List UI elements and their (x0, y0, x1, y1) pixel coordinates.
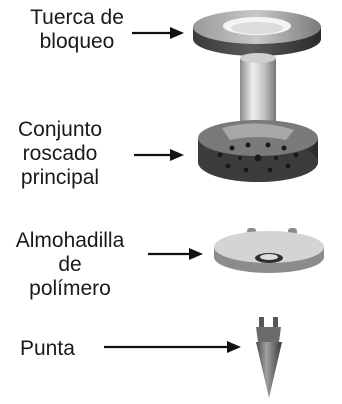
label-tip-line1: Punta (20, 337, 75, 360)
arrow-lock-nut (132, 27, 184, 39)
label-lock-nut: Tuerca de bloqueo (2, 6, 152, 54)
label-main-threaded-line2: roscado (22, 142, 98, 165)
label-polymer-pad: Almohadilla de polímero (0, 229, 140, 301)
arrow-tip (104, 341, 241, 353)
label-lock-nut-line1: Tuerca de (30, 6, 124, 29)
label-polymer-pad-line2: de (58, 253, 82, 276)
polymer-pad-part (214, 228, 324, 273)
label-main-threaded-line3: principal (20, 166, 100, 189)
label-main-threaded-assembly: Conjunto roscado principal (0, 118, 120, 190)
label-lock-nut-line2: bloqueo (39, 30, 115, 53)
tip-part (256, 317, 282, 398)
arrow-main-threaded-assembly (134, 149, 184, 161)
lock-nut-part (193, 10, 321, 56)
main-threaded-body-part (198, 120, 318, 182)
arrow-polymer-pad (148, 248, 203, 260)
label-polymer-pad-line3: polímero (29, 277, 111, 300)
label-tip: Punta (20, 337, 80, 361)
label-polymer-pad-line1: Almohadilla (15, 229, 125, 252)
label-main-threaded-line1: Conjunto (17, 118, 103, 141)
threaded-shaft-part (240, 53, 276, 130)
